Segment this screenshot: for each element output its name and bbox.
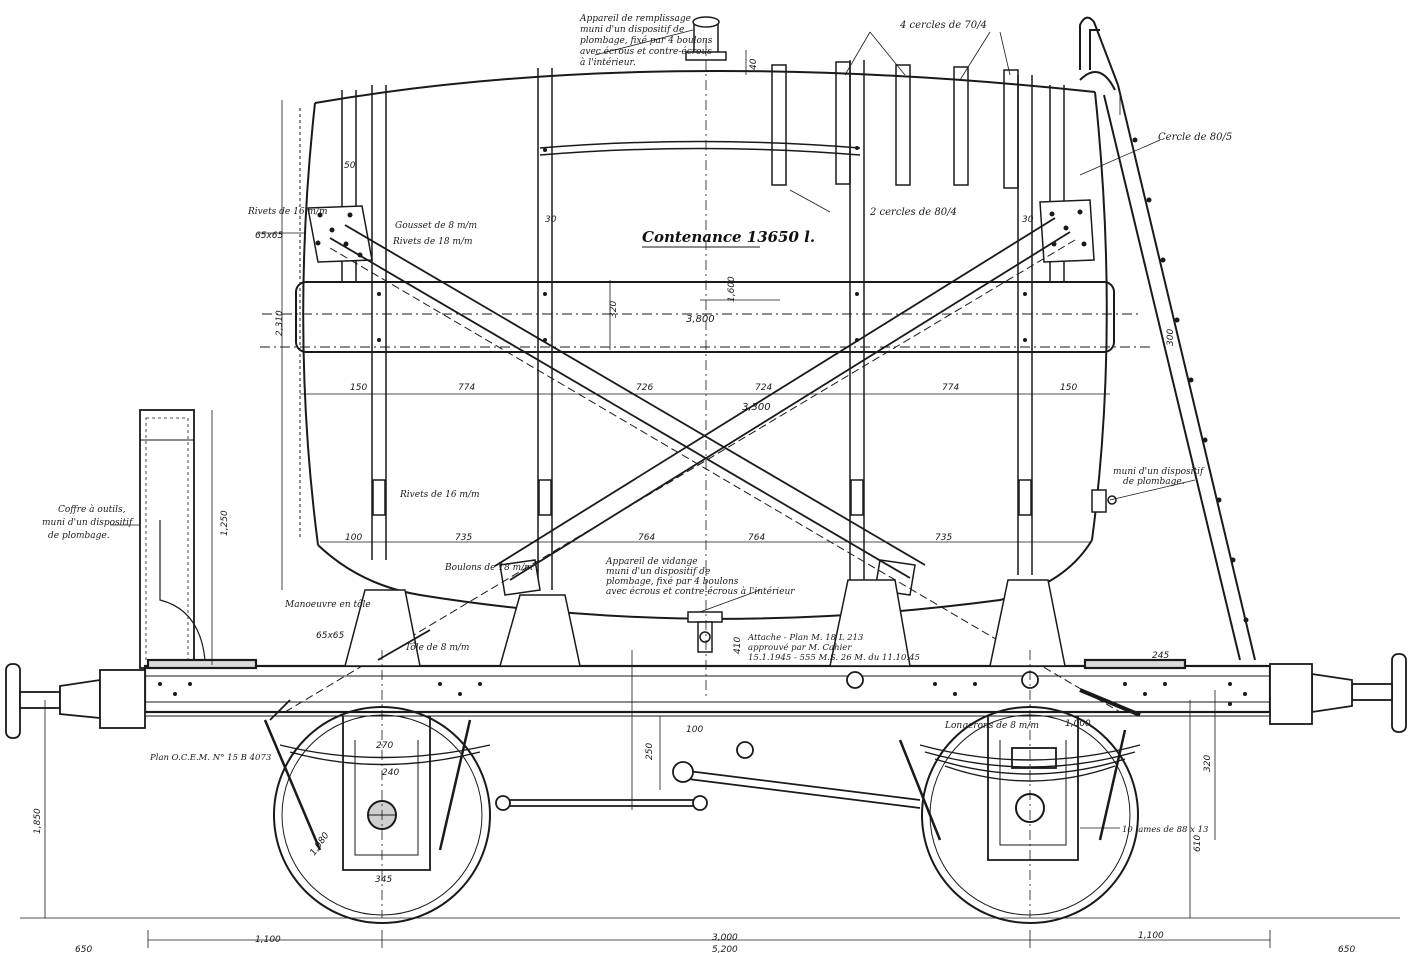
dimension-lines bbox=[20, 40, 1400, 948]
filling-note-line-5: à l'intérieur. bbox=[580, 57, 636, 68]
drain-device-note: Appareil de vidange muni d'un dispositif… bbox=[605, 557, 795, 597]
dim-245: 245 bbox=[1152, 651, 1169, 661]
dim-774b: 774 bbox=[942, 383, 959, 393]
dim-3300: 3,300 bbox=[742, 402, 771, 413]
dim-724: 724 bbox=[755, 383, 772, 393]
ladder-rungs bbox=[1132, 137, 1249, 623]
gousset-note: Gousset de 8 m/m bbox=[395, 221, 477, 231]
attelage-note: Attache - Plan M. 18 L 213 approuvé par … bbox=[747, 633, 920, 663]
ressorts-note: 10 lames de 88 x 13 bbox=[1122, 825, 1208, 835]
seal-nozzle bbox=[1091, 489, 1117, 513]
capacity-title: Contenance 13650 l. bbox=[642, 228, 815, 246]
attelage-note-line-2: approuvé par M. Cahier bbox=[748, 642, 852, 653]
dim-3000: 3,000 bbox=[712, 933, 738, 943]
dim-240: 240 bbox=[382, 768, 399, 778]
dimension-labels: 65x65 50 30 3,800 320 1,600 2,310 3,300 … bbox=[33, 58, 1355, 953]
rivets-16b-note: Rivets de 16 m/m bbox=[399, 490, 480, 500]
dim-40: 40 bbox=[749, 58, 759, 70]
dim-1600: 1,600 bbox=[727, 276, 737, 302]
dim-100b: 100 bbox=[686, 725, 703, 735]
filling-note-line-3: plombage, fixé par 4 boulons bbox=[580, 35, 713, 46]
attelage-note-line-3: 15.1.1945 - 555 M.S. 26 M. du 11.10.45 bbox=[748, 653, 920, 663]
attelage-note-line-1: Attache - Plan M. 18 L 213 bbox=[747, 633, 863, 643]
dim-1000: 1,000 bbox=[1065, 719, 1091, 729]
hoops-2-note: 2 cercles de 80/4 bbox=[869, 207, 957, 218]
dim-250: 250 bbox=[645, 743, 655, 760]
filling-device-note: Appareil de remplissage muni d'un dispos… bbox=[579, 14, 713, 68]
filling-note-line-1: Appareil de remplissage bbox=[579, 14, 691, 24]
dim-50: 50 bbox=[344, 161, 356, 171]
drain-note-line-3: plombage, fixé par 4 boulons bbox=[606, 576, 739, 587]
dim-1250: 1,250 bbox=[220, 510, 230, 536]
dim-5200: 5,200 bbox=[712, 945, 738, 953]
dim-3800: 3,800 bbox=[686, 314, 715, 325]
longerons-note: Longerons de 8 m/m bbox=[944, 721, 1039, 731]
dim-1100b: 1,100 bbox=[1138, 931, 1164, 941]
dim-2310: 2,310 bbox=[275, 310, 285, 336]
dim-300: 300 bbox=[1166, 329, 1176, 346]
dim-320: 320 bbox=[609, 301, 619, 318]
dim-410: 410 bbox=[733, 637, 743, 654]
plan-ocem-note: Plan O.C.E.M. N° 15 B 4073 bbox=[149, 753, 271, 763]
cross-braces bbox=[284, 217, 1121, 713]
tool-box-note-line-1: Coffre à outils, bbox=[58, 504, 126, 515]
tole-note: Tôle de 8 m/m bbox=[405, 642, 469, 653]
tank-band bbox=[260, 281, 1150, 353]
dim-1850: 1,850 bbox=[33, 808, 43, 834]
dim-65x65b: 65x65 bbox=[316, 631, 345, 641]
drain-valve bbox=[687, 611, 723, 653]
dim-150b: 150 bbox=[1060, 383, 1077, 393]
dim-150: 150 bbox=[350, 383, 367, 393]
dim-320b: 320 bbox=[1203, 755, 1213, 772]
dim-610: 610 bbox=[1193, 835, 1203, 852]
dim-650: 650 bbox=[75, 945, 92, 953]
dim-100: 100 bbox=[345, 533, 362, 543]
turnbuckles bbox=[372, 479, 1032, 516]
drain-note-line-4: avec écrous et contre-écrous à l'intérie… bbox=[606, 586, 795, 597]
rivets-18-note: Rivets de 18 m/m bbox=[392, 237, 473, 247]
hoop-80-5-note: Cercle de 80/5 bbox=[1158, 132, 1232, 143]
tool-box-note: Coffre à outils, muni d'un dispositif de… bbox=[42, 504, 134, 541]
dim-30b: 30 bbox=[1022, 215, 1034, 225]
buffers bbox=[5, 653, 1407, 739]
sealing-note-line-2: de plombage. bbox=[1123, 477, 1185, 487]
tool-box-note-line-2: muni d'un dispositif bbox=[42, 518, 134, 528]
sealing-note-line-1: muni d'un dispositif bbox=[1113, 467, 1205, 477]
manoeuvre-note: Manoeuvre en tôle bbox=[284, 599, 371, 610]
dim-650b: 650 bbox=[1338, 945, 1355, 953]
dim-726: 726 bbox=[636, 383, 653, 393]
dim-735b: 735 bbox=[935, 533, 952, 543]
dim-65x65: 65x65 bbox=[255, 231, 284, 241]
dim-345: 345 bbox=[375, 875, 392, 885]
drain-note-line-2: muni d'un dispositif de bbox=[606, 567, 710, 577]
dim-30: 30 bbox=[545, 215, 557, 225]
sealing-note: muni d'un dispositif de plombage. bbox=[1113, 467, 1205, 487]
boulons-note: Boulons de 18 m/m bbox=[444, 563, 533, 573]
dim-1100: 1,100 bbox=[255, 935, 281, 945]
dim-270: 270 bbox=[376, 741, 393, 751]
dim-735: 735 bbox=[455, 533, 472, 543]
filling-note-line-4: avec écrous et contre-écrous bbox=[580, 46, 712, 57]
filling-note-line-2: muni d'un dispositif de bbox=[580, 25, 684, 35]
brake-rigging bbox=[263, 671, 1141, 851]
rivets-16-note: Rivets de 16 m/m bbox=[247, 207, 328, 217]
dim-764b: 764 bbox=[748, 533, 765, 543]
dim-764: 764 bbox=[638, 533, 655, 543]
dim-774: 774 bbox=[458, 383, 475, 393]
hand-brake bbox=[269, 629, 431, 721]
tool-box-note-line-3: de plombage. bbox=[48, 531, 110, 541]
hoops-4-note: 4 cercles de 70/4 bbox=[899, 20, 987, 31]
drain-note-line-1: Appareil de vidange bbox=[605, 557, 698, 567]
axle-guards bbox=[342, 716, 1079, 871]
ladder bbox=[1079, 16, 1256, 661]
leader-lines bbox=[110, 29, 1196, 829]
frame-rivets bbox=[158, 682, 1247, 706]
